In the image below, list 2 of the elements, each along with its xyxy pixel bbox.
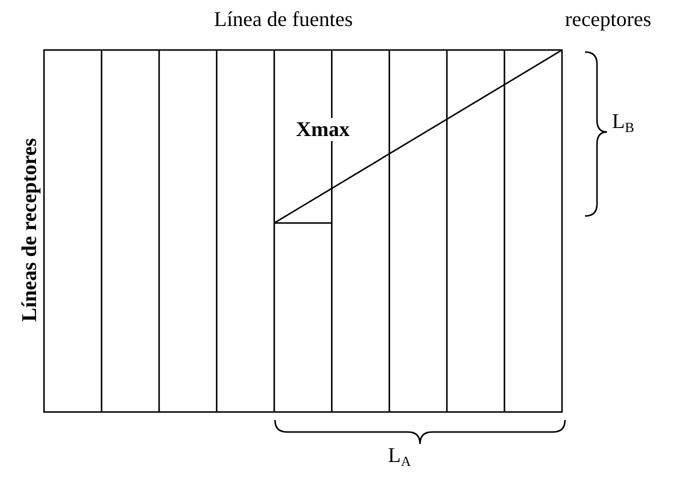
text-label: Xmax: [296, 118, 350, 142]
axis-label: Líneas de receptores: [18, 138, 42, 322]
